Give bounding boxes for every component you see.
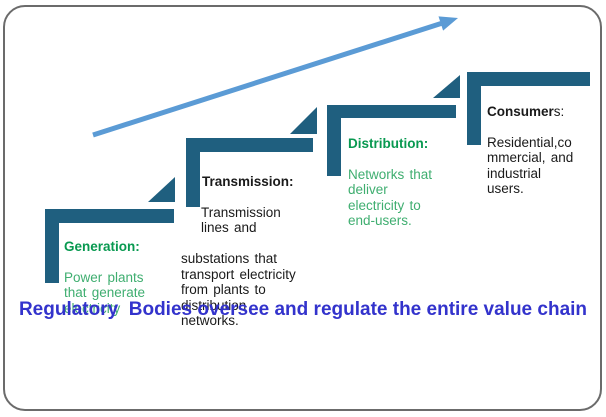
consumers-header-rest: s: (553, 103, 565, 119)
generation-body: Power plants that generate electricity (64, 269, 146, 316)
consumers-header-bold: Consumer (487, 103, 554, 119)
regulatory-caption: Regulatory Bodies oversee and regulate t… (18, 299, 588, 320)
consumers-body: Residential,co mmercial, and industrial … (487, 134, 574, 197)
generation-header: Generation: (64, 238, 140, 254)
distribution-header: Distribution: (348, 135, 429, 151)
rounded-border-frame (3, 5, 602, 411)
distribution-step-bar-vertical (327, 118, 341, 176)
generation-step-bar-horizontal (45, 209, 174, 223)
distribution-step-bar-horizontal (327, 105, 456, 118)
transmission-step-text: Transmission: Transmission lines and sub… (181, 158, 303, 344)
transmission-body-upper: Transmission lines and (201, 204, 281, 236)
generation-step-text: Generation: Power plants that generate e… (64, 223, 180, 332)
transmission-body-lower: substations that transport electricity f… (181, 251, 296, 328)
distribution-body: Networks that deliver electricity to end… (348, 166, 433, 229)
generation-step-bar-vertical (45, 223, 59, 283)
transmission-step-bar-vertical (186, 152, 200, 207)
consumers-step-text: Consumers: Residential,co mmercial, and … (487, 88, 595, 212)
consumers-step-bar-horizontal (467, 72, 590, 86)
transmission-header: Transmission: (202, 173, 294, 189)
consumers-step-bar-vertical (467, 86, 481, 145)
distribution-step-text: Distribution: Networks that deliver elec… (348, 120, 462, 244)
consumers-header: Consumers: (487, 104, 595, 120)
transmission-step-bar-horizontal (186, 138, 313, 152)
